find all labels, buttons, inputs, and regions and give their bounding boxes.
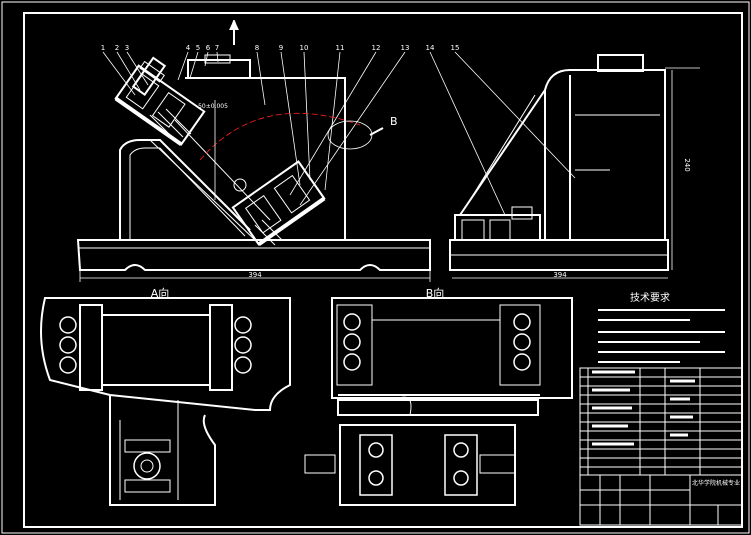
- a-view-left-column: [79, 304, 103, 391]
- balloon-5: 5: [196, 44, 200, 52]
- front-left-screw: [131, 56, 167, 96]
- parts-list-entries: [592, 370, 695, 446]
- a-view-outline: [40, 297, 291, 411]
- balloon-10: 10: [300, 44, 309, 52]
- a-view: [40, 297, 291, 506]
- balloon-7: 7: [215, 44, 219, 52]
- front-left-support-inner: [129, 147, 246, 240]
- side-upright: [544, 69, 666, 240]
- a-view-lower-body: [109, 395, 216, 506]
- front-detail-circle: [327, 120, 373, 150]
- front-vertical-wall: [335, 77, 346, 241]
- dim-slot: 50±0.005: [198, 103, 228, 110]
- parts-list: [579, 367, 743, 476]
- a-view-shaft: [133, 452, 161, 480]
- side-view: [449, 54, 700, 279]
- dim-base-side: 394: [553, 271, 567, 279]
- b-view-holes: [343, 313, 531, 486]
- arrow-a-label: A: [230, 18, 238, 31]
- balloon-8: 8: [255, 44, 259, 52]
- inner-frame: [23, 12, 743, 528]
- view-arrow-b: [369, 127, 384, 136]
- drawing-labels: A B A向 B向 1 2 3 4 5 6 7 8 9 10 11 12 13 …: [101, 18, 740, 487]
- balloon-6: 6: [206, 44, 211, 52]
- balloon-11: 11: [336, 44, 345, 52]
- view-a-title: A向: [151, 286, 170, 300]
- side-top-nut: [597, 54, 644, 72]
- front-leader-lines: [102, 51, 576, 216]
- b-view-handle: [304, 454, 336, 474]
- dim-base-front: 394: [248, 271, 262, 279]
- b-view-lower-box: [339, 424, 516, 506]
- a-view-right-column: [209, 304, 233, 391]
- view-arrow-a: [229, 20, 239, 45]
- front-left-clamp: [114, 64, 206, 146]
- parts-list-rows: [580, 376, 742, 468]
- balloon-3: 3: [125, 44, 129, 52]
- balloon-2: 2: [115, 44, 119, 52]
- front-view: [76, 51, 576, 282]
- balloon-9: 9: [279, 44, 283, 52]
- title-block-school: 北华学院机械专业: [692, 479, 740, 487]
- b-view-rail: [337, 399, 539, 416]
- tech-requirements-area: [598, 309, 725, 363]
- front-pivot-circle: [233, 178, 247, 192]
- a-view-holes: [59, 316, 252, 374]
- front-left-support: [119, 139, 251, 240]
- front-base-plate: [76, 239, 431, 271]
- front-slant-line-1: [149, 139, 256, 241]
- dim-height-side: 240: [683, 158, 691, 171]
- balloon-14: 14: [426, 44, 435, 52]
- tech-requirements-title: 技术要求: [630, 291, 670, 304]
- arrow-b-label: B: [390, 115, 398, 128]
- balloon-12: 12: [372, 44, 381, 52]
- b-view: [304, 297, 573, 506]
- balloon-13: 13: [401, 44, 410, 52]
- title-block: [579, 474, 743, 526]
- front-hatch: [149, 108, 283, 246]
- balloon-4: 4: [186, 44, 191, 52]
- balloon-15: 15: [451, 44, 460, 52]
- front-slant-line-2: [174, 119, 271, 221]
- front-lower-clamp: [231, 160, 326, 246]
- tech-text-lines: [598, 309, 725, 363]
- view-b-title: B向: [426, 286, 445, 300]
- b-view-top-box: [331, 297, 573, 399]
- balloon-1: 1: [101, 44, 105, 52]
